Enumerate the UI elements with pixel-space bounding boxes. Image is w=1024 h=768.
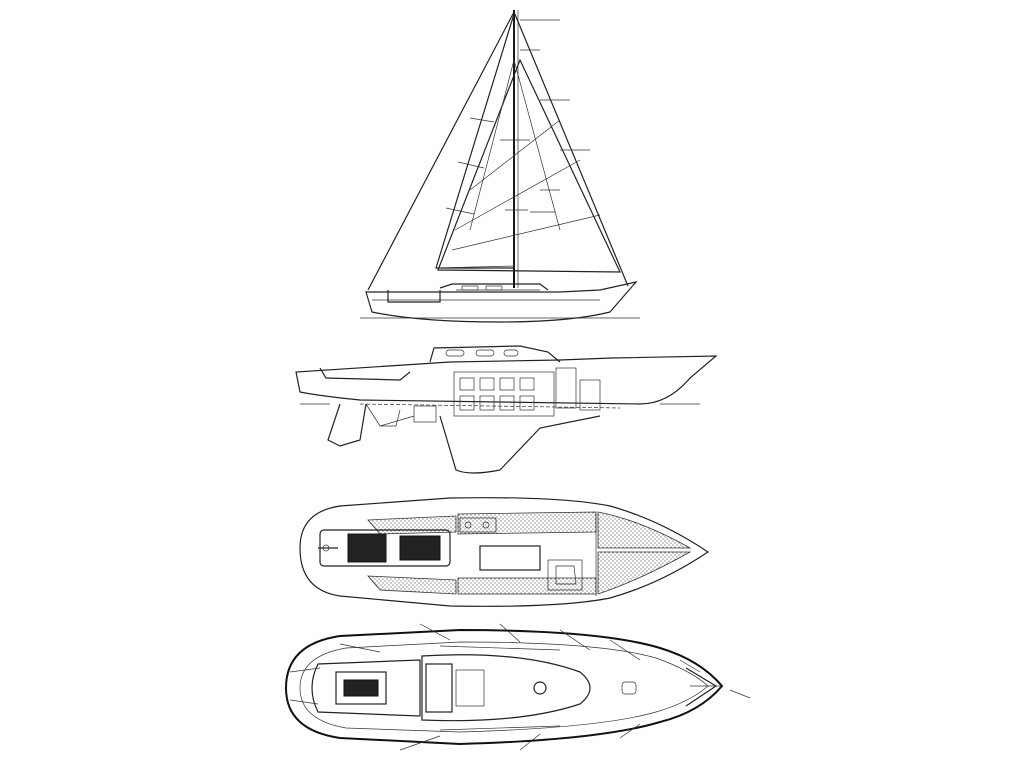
sail-plan-hull (365, 281, 638, 323)
sliding-hatch (455, 669, 485, 707)
boom (435, 265, 515, 269)
galley-stove (459, 517, 497, 533)
engine (413, 405, 437, 423)
head (547, 559, 583, 591)
port-quarter-berth (367, 515, 457, 535)
v-berth-port (597, 511, 692, 549)
cockpit-sole (335, 671, 387, 705)
deck-cockpit (311, 659, 421, 717)
backstay (367, 11, 515, 291)
stbd-quarter-berth (367, 575, 457, 595)
profile-cabin-trunk (429, 345, 561, 363)
deck-cabin-house (421, 654, 591, 722)
interior-joinery (453, 367, 601, 417)
sail-plan (360, 10, 640, 323)
mainsail (435, 13, 515, 269)
forestay (513, 11, 629, 287)
cockpit (319, 367, 411, 381)
saloon-table (479, 545, 541, 571)
inboard-profile (295, 345, 718, 474)
rudder (327, 403, 367, 447)
leader-lines (289, 623, 751, 751)
cockpit-seat (399, 535, 441, 561)
accommodation-hull-outline (299, 497, 710, 607)
port-settee (457, 511, 597, 535)
profile-hull (295, 355, 718, 405)
companionway (347, 533, 387, 563)
mast-step (533, 681, 547, 695)
main-hatch (425, 663, 453, 713)
v-berth-stbd (597, 551, 692, 595)
fin-keel (439, 415, 601, 474)
toerail-track-port (439, 645, 561, 651)
toerail-track-stbd (439, 725, 561, 731)
genoa (437, 58, 621, 273)
accommodation-plan (299, 497, 710, 607)
cabin-top (439, 283, 549, 291)
dimension-marks (520, 19, 590, 213)
deck-plan (284, 623, 751, 751)
fore-hatch (621, 681, 637, 695)
